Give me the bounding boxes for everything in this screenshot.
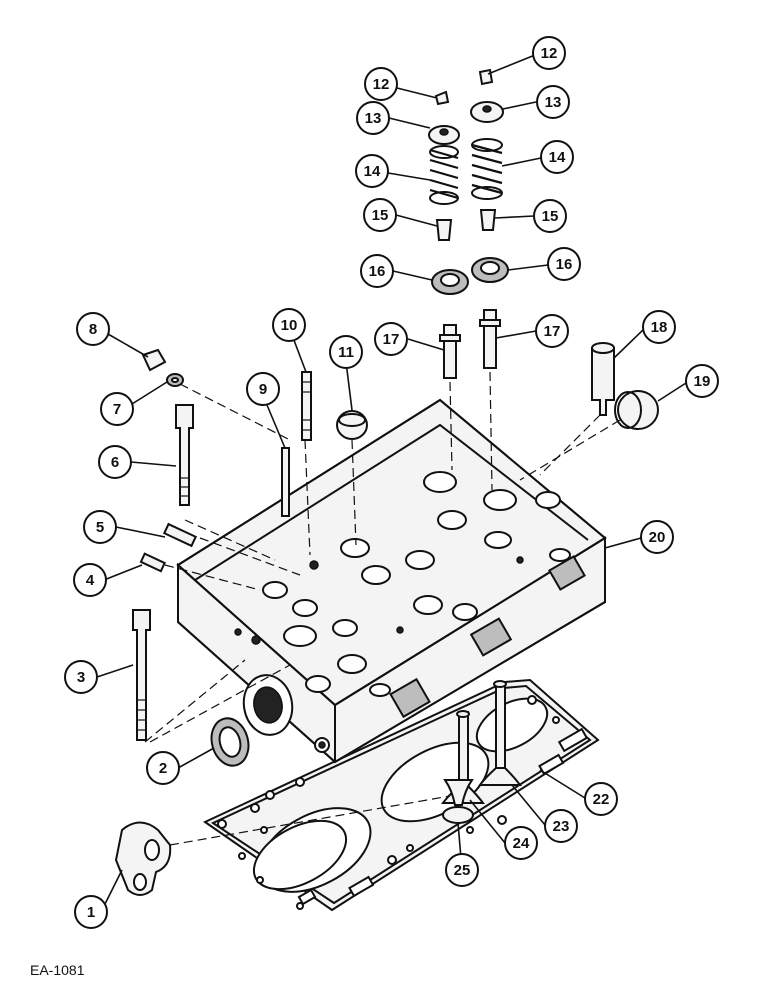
callout-6: 6	[98, 445, 132, 479]
svg-text:9: 9	[259, 381, 267, 398]
callout-12-left: 12	[364, 67, 398, 101]
svg-text:6: 6	[111, 454, 119, 471]
svg-text:8: 8	[89, 321, 97, 338]
stud-4	[139, 552, 166, 573]
sleeve-18	[591, 342, 615, 416]
svg-text:14: 14	[364, 163, 381, 180]
svg-text:12: 12	[541, 45, 558, 62]
figure-code: EA-1081	[30, 962, 85, 978]
svg-text:5: 5	[96, 519, 104, 536]
callout-8: 8	[76, 312, 110, 346]
svg-text:11: 11	[338, 344, 354, 361]
callout-4: 4	[73, 563, 107, 597]
callout-11: 11	[329, 335, 363, 369]
callout-24: 24	[504, 826, 538, 860]
callout-17-left: 17	[374, 322, 408, 356]
cap-11	[336, 410, 368, 440]
callout-19: 19	[685, 364, 719, 398]
callout-23: 23	[544, 809, 578, 843]
callout-7: 7	[100, 392, 134, 426]
callout-18: 18	[642, 310, 676, 344]
callout-22: 22	[584, 782, 618, 816]
callout-16-left: 16	[360, 254, 394, 288]
svg-text:24: 24	[513, 835, 530, 852]
callout-10: 10	[272, 308, 306, 342]
callout-3: 3	[64, 660, 98, 694]
bolt-long-6	[175, 404, 194, 506]
callout-14-right: 14	[540, 140, 574, 174]
callout-2: 2	[146, 751, 180, 785]
valve-25	[442, 779, 474, 824]
callout-5: 5	[83, 510, 117, 544]
svg-text:22: 22	[593, 791, 610, 808]
svg-text:14: 14	[549, 149, 566, 166]
svg-text:3: 3	[77, 669, 85, 686]
svg-text:10: 10	[281, 317, 298, 334]
svg-text:13: 13	[365, 110, 382, 127]
svg-text:15: 15	[372, 207, 389, 224]
callout-15-left: 15	[363, 198, 397, 232]
svg-text:16: 16	[369, 263, 386, 280]
valve-stack-right	[470, 68, 509, 369]
svg-text:23: 23	[553, 818, 570, 835]
svg-text:16: 16	[556, 256, 573, 273]
bolt-long-3	[132, 609, 151, 741]
svg-text:25: 25	[454, 862, 471, 879]
stud-10	[301, 371, 312, 441]
valve-stack-left	[428, 90, 469, 379]
svg-text:12: 12	[373, 76, 390, 93]
callout-17-right: 17	[535, 314, 569, 348]
svg-text:18: 18	[651, 319, 668, 336]
callout-14-left: 14	[355, 154, 389, 188]
svg-text:17: 17	[383, 331, 400, 348]
svg-text:7: 7	[113, 401, 121, 418]
callout-20: 20	[640, 520, 674, 554]
callout-16-right: 16	[547, 247, 581, 281]
svg-text:19: 19	[694, 373, 711, 390]
svg-text:17: 17	[544, 323, 561, 340]
stud-9	[281, 447, 290, 517]
plug-8	[141, 348, 167, 372]
callout-13-right: 13	[536, 85, 570, 119]
seal-part	[210, 717, 250, 767]
svg-text:4: 4	[86, 572, 95, 589]
assembly-lines	[144, 371, 621, 846]
svg-text:15: 15	[542, 208, 559, 225]
stud-5	[162, 522, 198, 548]
svg-text:20: 20	[649, 529, 666, 546]
svg-text:1: 1	[87, 904, 95, 921]
cover-plate-part	[114, 821, 172, 896]
svg-text:13: 13	[545, 94, 562, 111]
callout-12-right: 12	[532, 36, 566, 70]
callout-9: 9	[246, 372, 280, 406]
callout-1: 1	[74, 895, 108, 929]
washer-7	[166, 373, 184, 387]
callout-25: 25	[445, 853, 479, 887]
leader-lines	[96, 54, 687, 913]
callout-13-left: 13	[356, 101, 390, 135]
svg-text:2: 2	[159, 760, 167, 777]
cylinder-head	[176, 398, 607, 764]
callout-15-right: 15	[533, 199, 567, 233]
valve-23	[478, 680, 522, 786]
plug-19	[614, 390, 659, 430]
